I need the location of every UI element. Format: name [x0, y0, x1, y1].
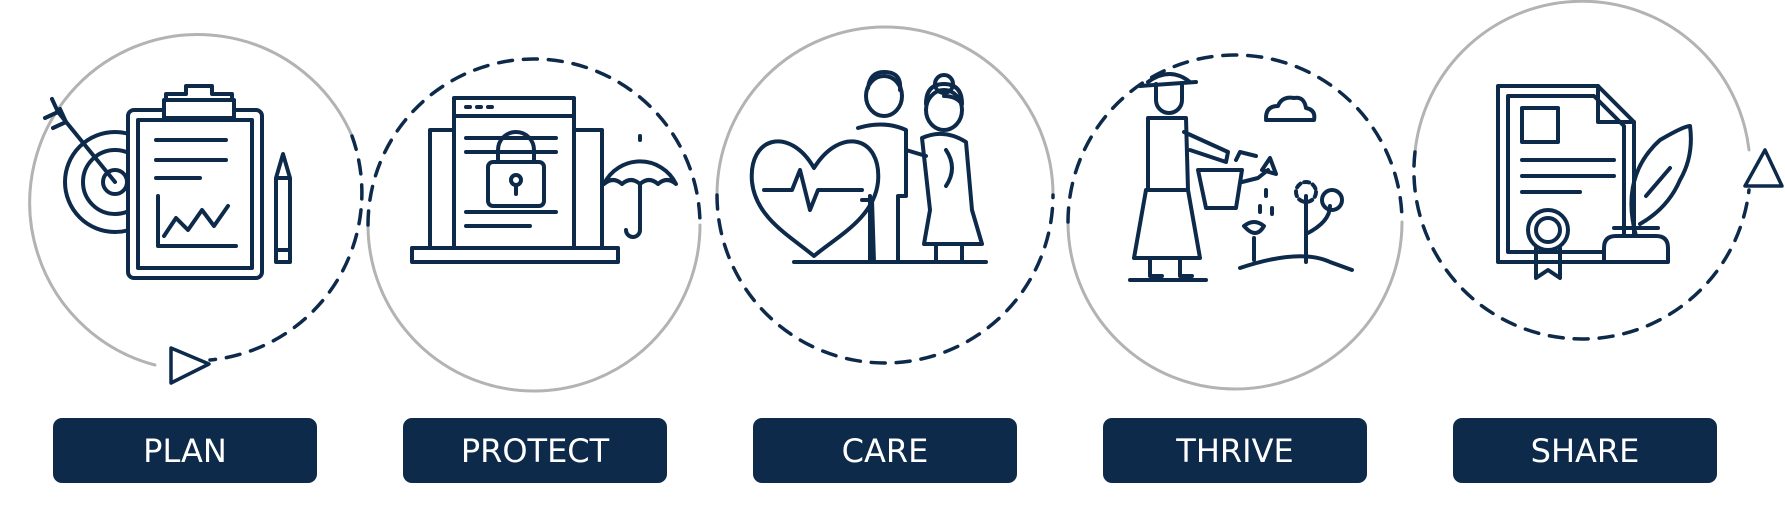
step-thrive-label: THRIVE	[1103, 418, 1367, 483]
circle-care	[715, 25, 1055, 365]
document-seal-quill-icon	[1496, 84, 1693, 280]
laptop-lock-umbrella-icon	[410, 96, 678, 264]
step-plan-label: PLAN	[53, 418, 317, 483]
circle-plan	[28, 33, 364, 367]
circle-thrive	[1066, 53, 1404, 391]
gardener-watering-plants-icon	[1128, 72, 1354, 282]
circle-protect	[366, 57, 702, 393]
heart-elderly-couple-icon	[749, 70, 988, 264]
step-protect-label: PROTECT	[403, 418, 667, 483]
step-care-label: CARE	[753, 418, 1017, 483]
clipboard-target-pencil-icon	[43, 84, 292, 280]
circle-share	[1412, 0, 1751, 341]
play-arrow-icon	[1743, 148, 1784, 188]
play-arrow-icon	[169, 346, 211, 385]
step-share-label: SHARE	[1453, 418, 1717, 483]
